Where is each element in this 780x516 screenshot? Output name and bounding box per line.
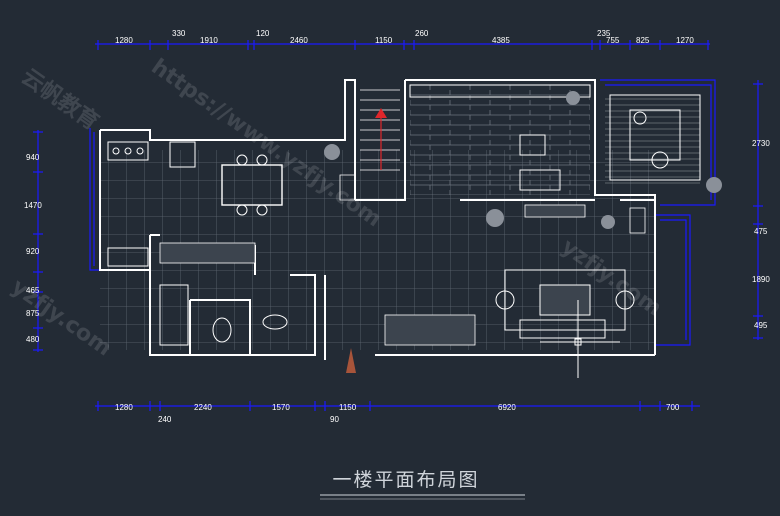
tv-cabinet [524, 204, 646, 234]
dim-top-11: 825 [636, 36, 650, 45]
dim-right-3: 1890 [752, 275, 770, 284]
watermark-brand: 云帆教育 [17, 64, 104, 136]
dining-table [221, 154, 283, 216]
stair-arrow [375, 108, 387, 170]
dim-top-5: 2460 [290, 36, 308, 45]
dim-top-10: 755 [606, 36, 620, 45]
dim-left-6: 480 [26, 335, 40, 344]
sofa-set [495, 269, 635, 339]
left-dimension-line [33, 130, 43, 352]
dim-bottom-5: 1150 [339, 403, 357, 412]
dim-top-7: 260 [415, 29, 429, 38]
dim-top-6: 1150 [375, 36, 393, 45]
dim-right-2: 475 [754, 227, 768, 236]
shoe-cabinet [384, 314, 476, 346]
dim-top-9: 235 [597, 29, 611, 38]
balcony-outline [89, 79, 716, 346]
dim-bottom-4: 1570 [272, 403, 290, 412]
dim-top-1: 1280 [115, 36, 133, 45]
dim-bottom-6: 90 [330, 415, 339, 424]
dim-top-2: 330 [172, 29, 186, 38]
top-dimension-line [95, 40, 710, 50]
dim-right-4: 495 [754, 321, 768, 330]
plants [324, 91, 722, 229]
dim-bottom-2: 240 [158, 415, 172, 424]
dim-left-2: 1470 [24, 201, 42, 210]
crosshair-cursor [540, 300, 620, 378]
dim-left-1: 940 [26, 153, 40, 162]
dim-bottom-1: 1280 [115, 403, 133, 412]
dim-left-5: 875 [26, 309, 40, 318]
kitchen-counter [107, 141, 196, 267]
bathroom-fixtures [159, 284, 288, 346]
dim-top-3: 1910 [200, 36, 218, 45]
dim-top-8: 4385 [492, 36, 510, 45]
kitchen-counter-dark [159, 242, 256, 264]
plan-title: 一楼平面布局图 [332, 469, 479, 491]
dim-left-4: 465 [26, 286, 40, 295]
study-desk [409, 84, 591, 191]
entrance-marker [346, 348, 356, 373]
dim-bottom-8: 700 [666, 403, 680, 412]
walls [99, 79, 656, 360]
dim-left-3: 920 [26, 247, 40, 256]
dim-bottom-7: 6920 [498, 403, 516, 412]
dim-bottom-3: 2240 [194, 403, 212, 412]
balcony-furniture [609, 94, 701, 181]
dim-top-12: 1270 [676, 36, 694, 45]
dim-top-4: 120 [256, 29, 270, 38]
dim-right-1: 2730 [752, 139, 770, 148]
bottom-dimension-line [95, 401, 700, 411]
watermark-domain-left: yzfjy.com [7, 274, 116, 361]
right-dimension-line [753, 80, 763, 340]
